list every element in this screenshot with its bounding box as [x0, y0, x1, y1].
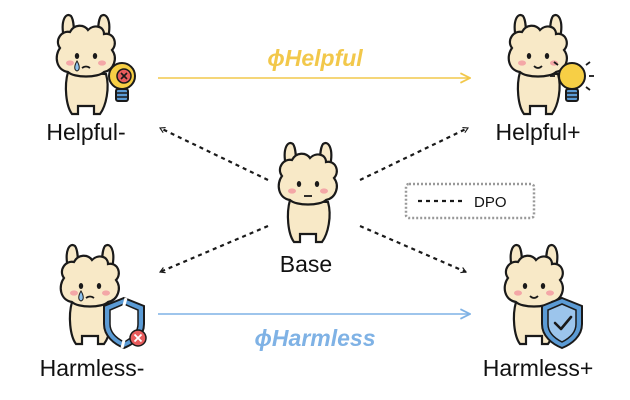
llama-icon [55, 13, 116, 116]
node-label-helpful-minus: Helpful- [46, 119, 125, 145]
dpo-arrow-to-harmless-plus [359, 224, 468, 274]
dpo-legend: DPO [404, 182, 536, 220]
llama-icon [277, 141, 338, 244]
node-label-harmless-minus: Harmless- [40, 355, 145, 381]
helpful-arrow-label: ϕHelpful [267, 45, 363, 71]
broken-shield-icon [103, 296, 147, 350]
lit-lightbulb-icon [550, 61, 594, 102]
dpo-legend-label: DPO [474, 194, 507, 211]
dpo-arrow-to-helpful-minus [158, 127, 269, 181]
dpo-arrow-to-harmless-minus [158, 224, 269, 274]
node-label-harmless-plus: Harmless+ [483, 355, 594, 381]
node-label-base: Base [280, 251, 332, 277]
node-label-helpful-plus: Helpful+ [495, 119, 580, 145]
shield-check-icon [541, 296, 583, 350]
harmless-arrow-label: ϕHarmless [255, 325, 376, 351]
dpo-arrow-to-helpful-plus [359, 127, 470, 181]
broken-lightbulb-icon [108, 62, 136, 102]
llama-icon [507, 13, 568, 116]
llama-icon [503, 243, 564, 346]
llama-icon [59, 243, 120, 346]
